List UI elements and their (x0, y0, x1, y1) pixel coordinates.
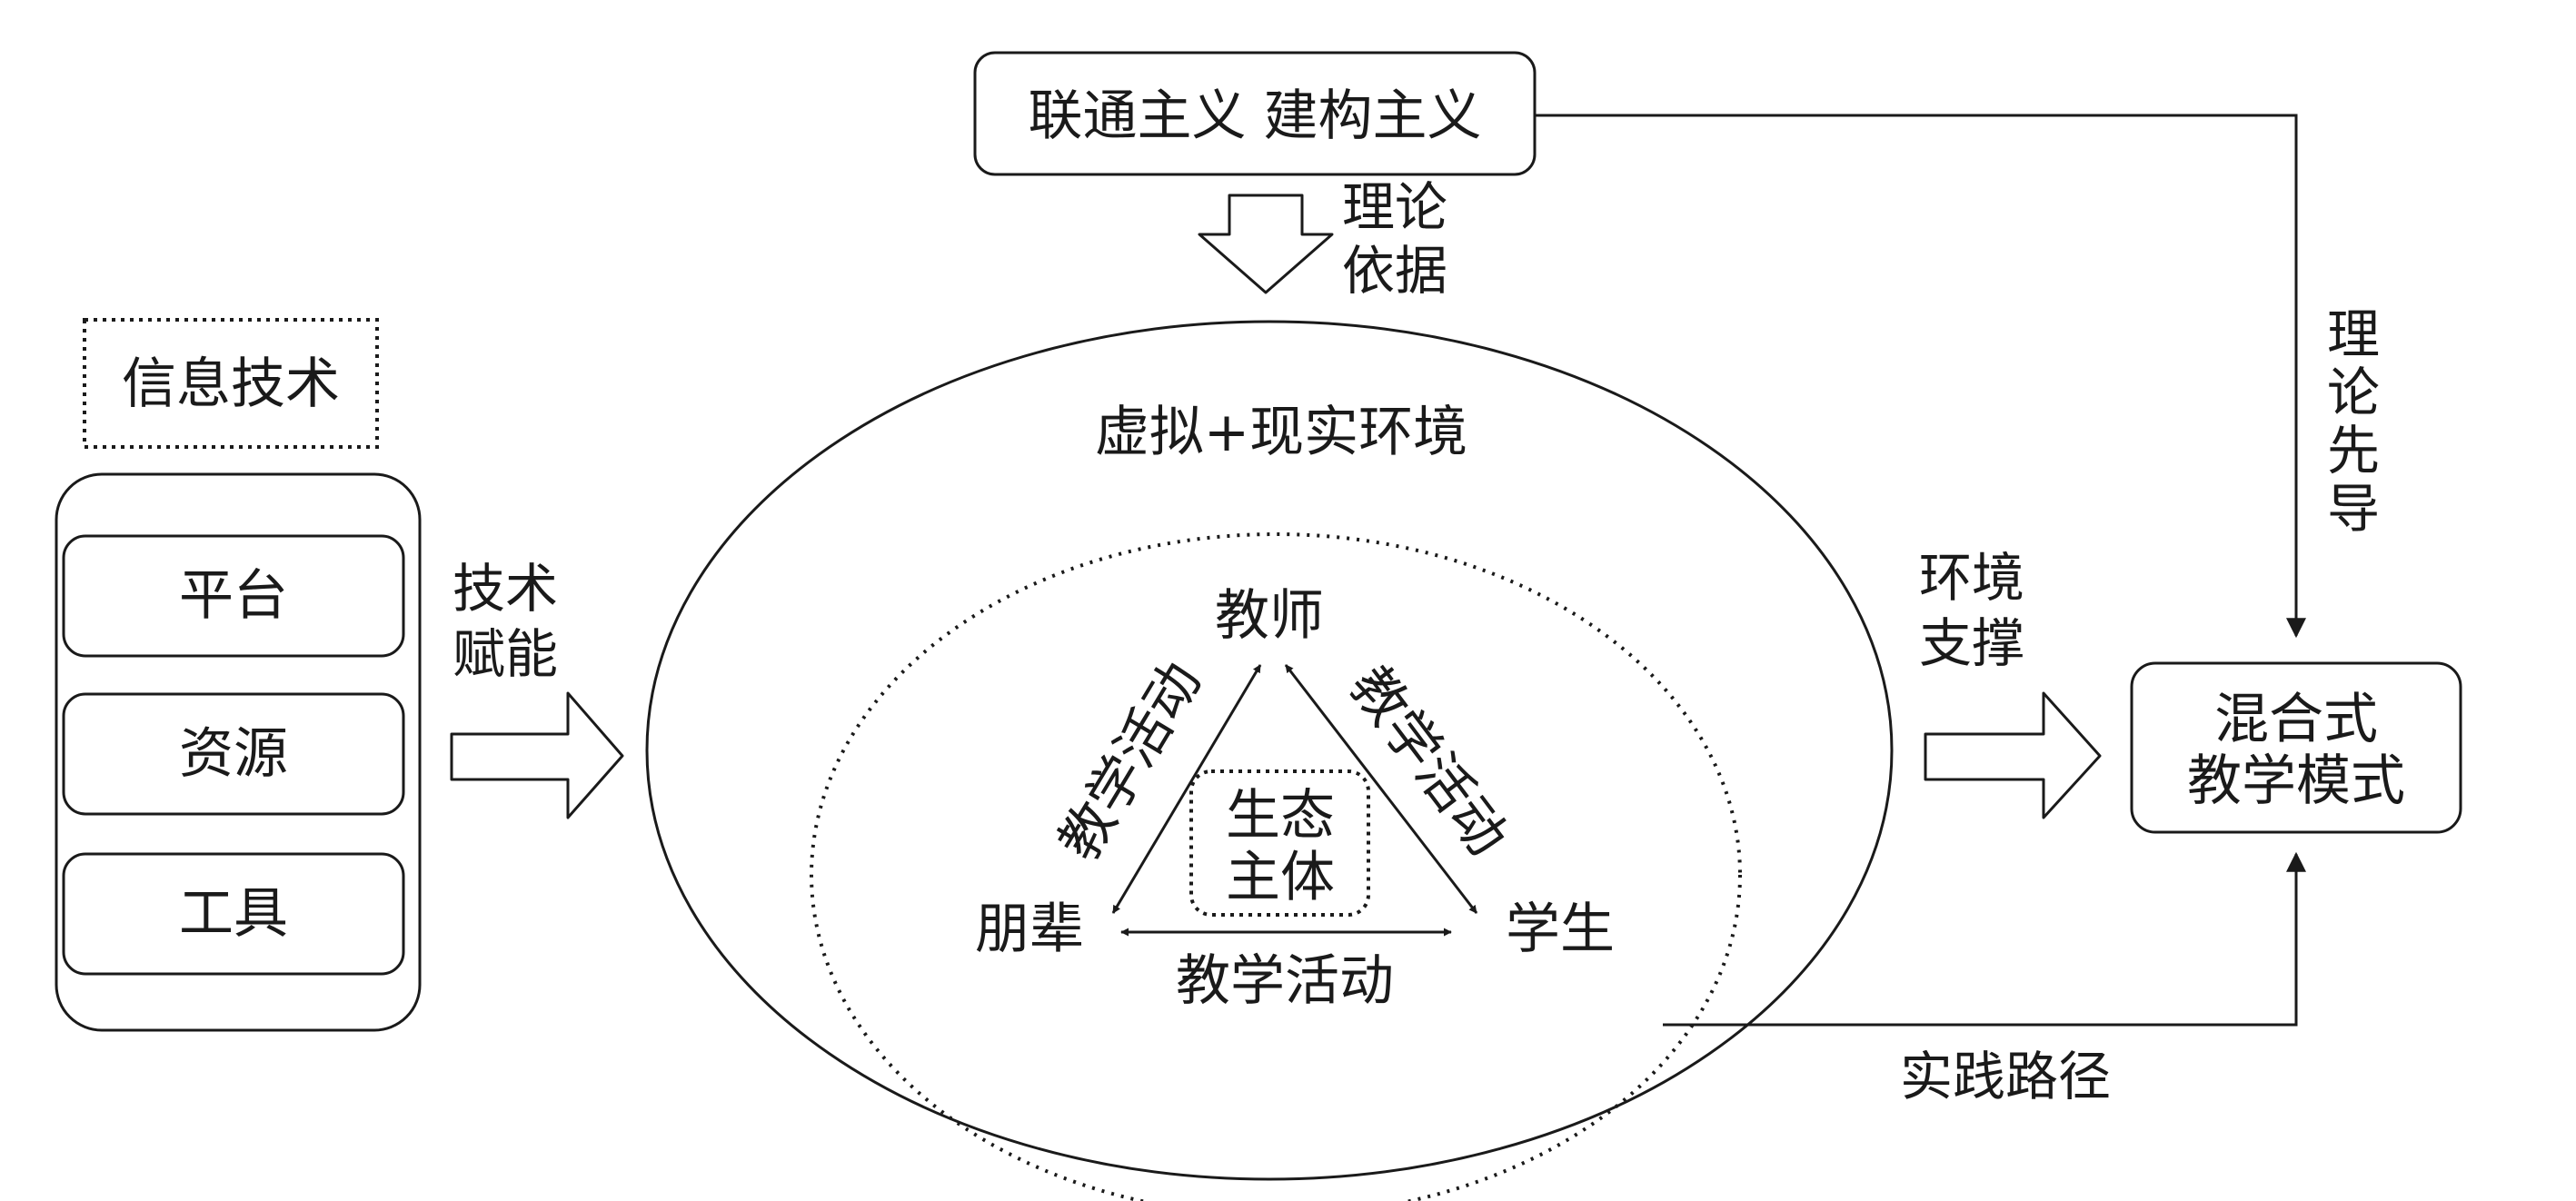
tech-empower-label-2: 赋能 (453, 623, 558, 685)
tech-empower-arrow (450, 691, 624, 819)
node-student: 学生 (1506, 898, 1615, 961)
it-item-resources: 资源 (62, 692, 405, 816)
env-support-arrow (1924, 691, 2102, 819)
theory-basis-label-2: 依据 (1342, 240, 1447, 302)
node-peer: 朋辈 (975, 898, 1084, 961)
edge-label-bottom: 教学活动 (1176, 949, 1394, 1013)
theory-lead-char-2: 论 (2327, 362, 2380, 423)
ecosystem-subject-label-2: 主体 (1226, 846, 1335, 909)
virtual-real-environment (645, 320, 1894, 1181)
node-teacher: 教师 (1215, 584, 1324, 648)
result-label-1: 混合式 (2214, 688, 2378, 751)
practice-path-label: 实践路径 (1900, 1046, 2111, 1107)
theory-box: 联通主义 建构主义 (973, 51, 1537, 176)
practice-path-line (1663, 851, 2306, 1027)
environment-label: 虚拟+现实环境 (1095, 401, 1467, 464)
blended-teaching-model-box: 混合式 教学模式 (2130, 661, 2462, 834)
theory-lead-char-3: 先 (2327, 420, 2380, 481)
theory-label: 联通主义 建构主义 (1028, 84, 1481, 148)
it-item-tools: 工具 (62, 852, 405, 976)
it-title: 信息技术 (122, 352, 340, 416)
result-label-2: 教学模式 (2187, 749, 2405, 813)
it-item-label: 工具 (179, 882, 288, 946)
theory-lead-char-1: 理 (2327, 303, 2380, 365)
ecosystem-boundary (810, 532, 1742, 1201)
ecosystem-subject-box: 生态 主体 (1189, 769, 1370, 917)
ecosystem-subject-label-1: 生态 (1226, 784, 1335, 848)
theory-basis-arrow (1198, 194, 1334, 294)
edge-teacher-student (1284, 664, 1478, 914)
theory-lead-line (1535, 114, 2306, 639)
it-title-box: 信息技术 (83, 318, 379, 449)
theory-basis-label-1: 理论 (1342, 176, 1447, 238)
edge-teacher-peer (1111, 664, 1262, 914)
theory-lead-char-4: 导 (2327, 478, 2380, 540)
tech-empower-label-1: 技术 (453, 558, 558, 620)
env-support-label-2: 支撑 (1919, 612, 2024, 674)
it-item-label: 平台 (179, 564, 288, 628)
it-item-label: 资源 (179, 722, 288, 786)
it-item-platform: 平台 (62, 534, 405, 658)
env-support-label-1: 环境 (1919, 547, 2024, 609)
